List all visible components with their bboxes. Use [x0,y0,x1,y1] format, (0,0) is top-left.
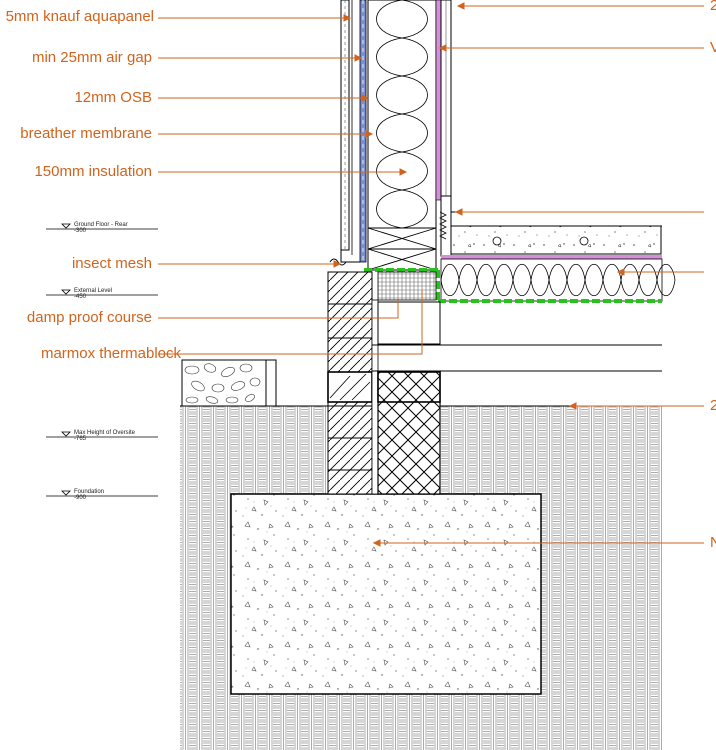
vapour-control-layer [435,0,442,201]
inner-blockwork [377,301,441,495]
wall-cavity [371,299,379,495]
external-gravel-block [181,359,277,407]
floor-screed [450,225,662,255]
level-name: Max Height of Oversite [74,430,136,436]
level-ground-floor-rear: Ground Floor - Rear -300 [74,222,128,234]
concrete-foundation [230,493,542,695]
timber-sole-plate [367,227,437,271]
floor-insulation [440,258,676,302]
damp-proof-membrane [364,268,662,303]
level-value: -765 [74,436,87,442]
level-external: External Level -450 [74,288,112,300]
label-insulation: 150mm insulation [34,163,152,180]
level-value: -450 [74,294,87,300]
floor-quilt-path [440,263,676,297]
level-name: External Level [74,288,113,294]
level-marker [46,289,158,296]
level-markers [46,223,158,497]
label-right-1: 2 [710,0,716,14]
level-max-oversite: Max Height of Oversite -765 [74,430,135,442]
wall-insulation [367,0,437,229]
label-right-2: V [710,39,716,56]
label-right-6: N [710,534,716,551]
leader-lines-left [158,14,423,355]
oversite-lines [372,344,662,372]
thermablock [377,271,437,301]
cladding-layers [340,0,367,263]
label-thermablock: marmox thermablock [40,345,181,362]
insulation-quilt-path [376,0,428,229]
label-aquapanel: 5mm knauf aquapanel [5,8,154,25]
level-foundation: Foundation -900 [74,489,104,501]
leader-lines-right [372,2,704,547]
skirting-detail [439,195,452,257]
level-name: Foundation [74,489,105,495]
label-insect-mesh: insect mesh [71,255,152,272]
level-value: -900 [74,495,87,501]
level-marker [46,431,158,438]
level-marker [46,223,158,230]
label-damp-proof-course: damp proof course [26,309,152,326]
label-air-gap: min 25mm air gap [31,49,152,66]
level-name: Ground Floor - Rear [74,222,128,228]
label-osb: 12mm OSB [74,89,152,106]
label-breather-membrane: breather membrane [20,125,152,142]
level-marker [46,490,158,497]
outer-brick-leaf [327,271,373,495]
label-right-5: 2 [710,397,716,414]
level-value: -300 [74,228,87,234]
internal-lining [440,0,452,201]
insect-mesh-detail [329,250,360,266]
